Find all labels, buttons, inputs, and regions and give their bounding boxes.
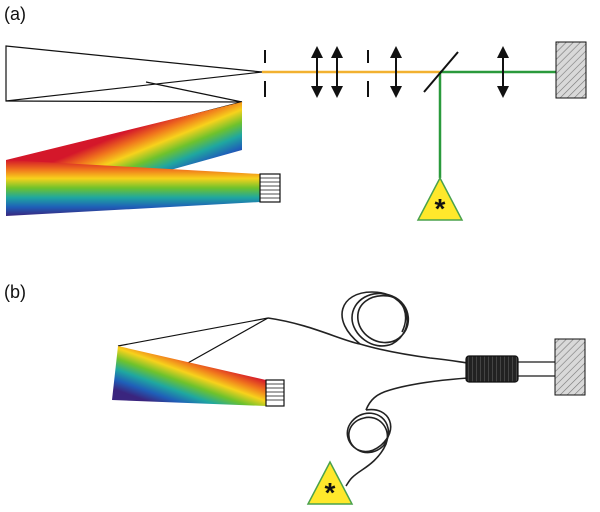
coiled-fiber-icon <box>345 377 469 487</box>
hatched-sample-icon <box>554 338 586 396</box>
spectrometer-b <box>112 317 285 407</box>
spectrum-band <box>6 160 260 216</box>
spectrometer-ray-line <box>117 317 269 347</box>
asterisk-triangle-icon: * <box>416 176 464 224</box>
spectrometer-optical-path <box>5 45 263 102</box>
spectrum-band <box>112 346 266 406</box>
laser-source-symbol: * <box>435 193 446 224</box>
spectrometer-a <box>5 45 281 216</box>
panel-label-a: (a) <box>4 4 26 24</box>
probe-head <box>465 355 519 383</box>
asterisk-triangle-icon: * <box>306 460 354 508</box>
beamsplitter-icon <box>423 51 459 93</box>
coiled-fiber-icon <box>267 291 469 364</box>
hatched-sample-icon <box>555 41 587 99</box>
spectrometer-ray-line <box>145 81 243 103</box>
detector-array-icon <box>265 379 285 407</box>
detector-array-icon <box>259 173 281 203</box>
spectrometer-mirror-line <box>5 100 243 103</box>
panel-label-b: (b) <box>4 282 26 302</box>
laser-source-symbol: * <box>325 477 336 508</box>
spectrometer-ray-line <box>185 317 269 365</box>
